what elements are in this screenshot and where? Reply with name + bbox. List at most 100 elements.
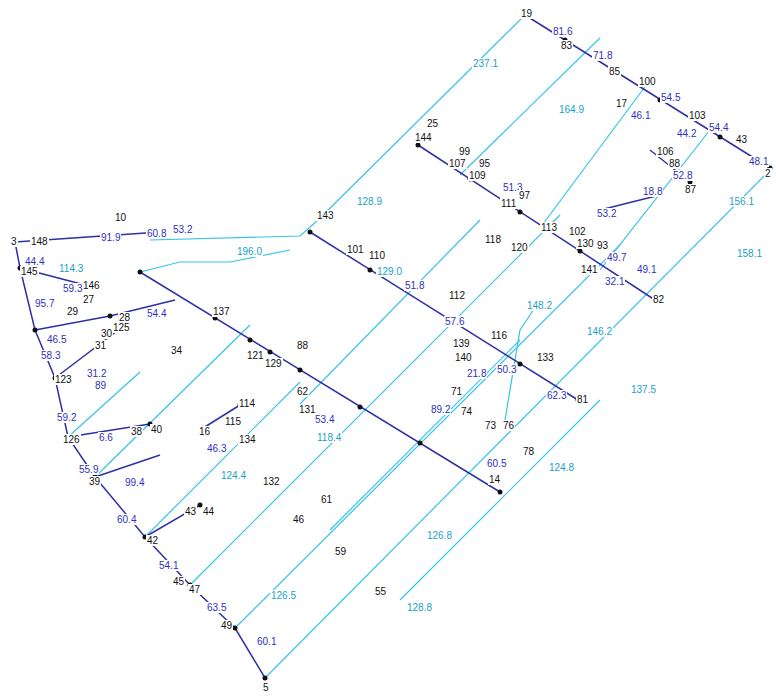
main-pipe	[418, 145, 655, 300]
node-number: 125	[112, 322, 131, 333]
node-number: 88	[296, 340, 309, 351]
pipe-length: 158.1	[736, 248, 763, 259]
cyan-pipe	[190, 215, 560, 585]
node-number: 113	[540, 222, 558, 233]
node-number: 81	[576, 394, 589, 405]
node-number: 83	[560, 40, 573, 51]
pipe-length: 237.1	[472, 58, 499, 69]
pipe-length: 164.9	[558, 104, 585, 115]
node-number: 47	[188, 584, 201, 595]
pipe-length: 32.1	[604, 276, 625, 287]
main-pipe	[140, 272, 500, 492]
node-number: 55	[374, 586, 387, 597]
node-number: 103	[688, 110, 707, 121]
node-number: 141	[580, 264, 599, 275]
node-number: 30	[100, 328, 113, 339]
pipe-length: 196.0	[236, 246, 263, 257]
main-pipe	[310, 232, 578, 400]
pipe-length: 128.9	[356, 196, 383, 207]
pipe-length: 46.3	[206, 443, 227, 454]
pipe-length: 53.4	[314, 414, 335, 425]
node-number: 145	[20, 266, 39, 277]
node-number: 110	[368, 250, 386, 261]
pipe-length: 55.9	[78, 464, 99, 475]
pipe-length: 52.8	[672, 170, 693, 181]
pipe-length: 59.3	[62, 283, 83, 294]
cyan-pipe	[600, 130, 710, 270]
node-number: 111	[500, 198, 517, 209]
node-number: 34	[170, 345, 183, 356]
pipe-length: 50.3	[496, 364, 517, 375]
cyan-pipe	[400, 400, 600, 600]
pipe-length: 60.1	[256, 636, 277, 647]
node-number: 16	[198, 426, 211, 437]
node-number: 44	[202, 506, 215, 517]
node-number: 78	[522, 446, 535, 457]
pipe-length: 60.5	[486, 458, 507, 469]
node-number: 118	[484, 234, 502, 245]
pipe-length: 118.4	[316, 432, 342, 443]
node-number: 140	[454, 352, 473, 363]
pipe-length: 63.5	[206, 602, 227, 613]
pipe-length: 114.3	[58, 263, 84, 274]
node-number: 5	[262, 682, 270, 693]
node-number: 112	[448, 290, 466, 301]
pipe-length: 46.1	[630, 110, 651, 121]
cyan-pipe	[235, 245, 620, 628]
pipe-length: 54.1	[158, 560, 179, 571]
node-number: 38	[130, 426, 143, 437]
node-number: 126	[62, 434, 81, 445]
pipe-length: 71.8	[592, 50, 613, 61]
node-number: 146	[82, 280, 101, 291]
pipe-length: 124.4	[220, 470, 247, 481]
pipe-length: 95.7	[34, 298, 55, 309]
node-number: 42	[146, 535, 159, 546]
junction-dots	[13, 13, 773, 681]
cyan-pipe	[300, 220, 480, 404]
node-number: 139	[452, 338, 471, 349]
pipe-length: 129.0	[376, 266, 403, 277]
pipe-length: 6.6	[98, 432, 114, 443]
node-number: 121	[246, 350, 265, 361]
node-number: 102	[568, 226, 587, 237]
pipe-length: 89.2	[430, 404, 451, 415]
node-number: 87	[684, 184, 697, 195]
pipe-length: 49.1	[636, 264, 657, 275]
node-number: 40	[150, 424, 163, 435]
pipe-length: 53.2	[596, 208, 617, 219]
node-number: 107	[448, 158, 467, 169]
node-number: 143	[316, 210, 335, 221]
node-number: 106	[656, 146, 675, 157]
pipe-length: 89	[94, 380, 107, 391]
branch-pipe	[35, 316, 110, 330]
node-number: 3	[10, 236, 18, 247]
cyan-pipe	[330, 340, 520, 530]
node-number: 25	[426, 118, 439, 129]
node-number: 115	[224, 416, 242, 427]
node-number: 14	[488, 474, 501, 485]
node-number: 109	[468, 170, 487, 181]
pipe-length: 59.2	[56, 412, 77, 423]
pipe-length: 60.8	[146, 228, 167, 239]
node-number: 76	[502, 420, 515, 431]
pipe-length: 62.3	[546, 390, 567, 401]
node-number: 97	[518, 190, 531, 201]
pipe-length: 124.8	[548, 462, 575, 473]
cyan-pipe	[540, 80, 650, 228]
node-number: 137	[212, 306, 231, 317]
pipe-length: 57.6	[444, 316, 465, 327]
pipe-length: 18.8	[642, 186, 663, 197]
node-number: 134	[238, 434, 257, 445]
node-number: 73	[484, 420, 497, 431]
node-number: 93	[596, 240, 609, 251]
node-number: 62	[296, 386, 309, 397]
branch-pipe	[95, 455, 160, 477]
node-number: 144	[414, 132, 433, 143]
pipe-length: 54.4	[708, 122, 729, 133]
pipe-length: 54.4	[146, 308, 167, 319]
node-number: 71	[450, 386, 463, 397]
node-number: 130	[576, 238, 595, 249]
pipe-length: 156.1	[728, 196, 755, 207]
node-number: 17	[615, 98, 628, 109]
cyan-pipe	[150, 15, 525, 240]
